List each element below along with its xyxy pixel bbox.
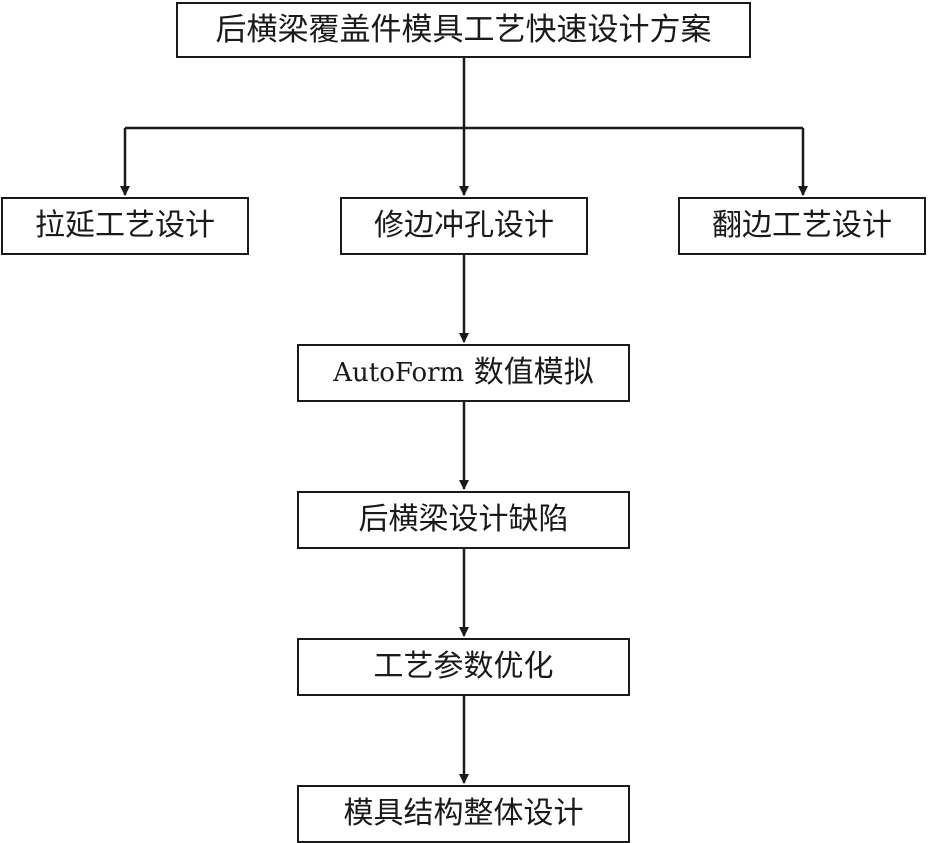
- node-label: 拉延工艺设计: [35, 208, 215, 243]
- node-die-structure-design: 模具结构整体设计: [297, 785, 630, 843]
- node-label: 模具结构整体设计: [343, 796, 584, 831]
- node-flanging-process-design: 翻边工艺设计: [678, 197, 926, 255]
- node-label: 后横梁覆盖件模具工艺快速设计方案: [215, 11, 712, 48]
- node-label-software: AutoForm: [333, 358, 465, 388]
- node-drawing-process-design: 拉延工艺设计: [1, 197, 249, 255]
- node-label: 翻边工艺设计: [712, 208, 892, 243]
- node-label: 工艺参数优化: [373, 649, 554, 684]
- node-autoform-simulation: AutoForm 数值模拟: [297, 344, 630, 402]
- node-design-defects: 后横梁设计缺陷: [297, 491, 630, 549]
- node-process-parameter-optimization: 工艺参数优化: [297, 638, 630, 696]
- node-label: 数值模拟: [464, 355, 594, 390]
- node-label: 后横梁设计缺陷: [358, 502, 569, 537]
- node-trimming-piercing-design: 修边冲孔设计: [340, 197, 588, 255]
- node-label: 修边冲孔设计: [374, 208, 554, 243]
- node-rapid-die-design-plan: 后横梁覆盖件模具工艺快速设计方案: [176, 2, 751, 58]
